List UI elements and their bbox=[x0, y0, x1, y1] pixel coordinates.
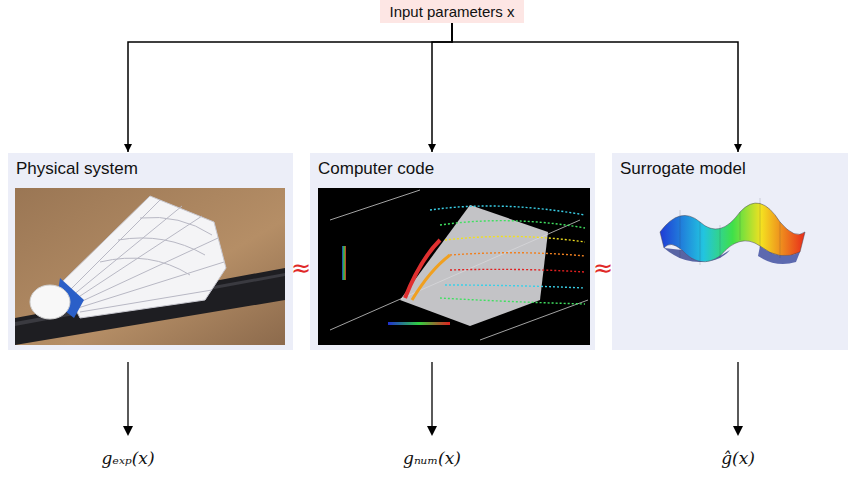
panel-ground bbox=[310, 153, 595, 350]
approx-sign: ≈ bbox=[291, 254, 311, 282]
output-arrowheads bbox=[123, 426, 743, 436]
panel-heading: Surrogate model bbox=[612, 153, 848, 180]
input-box: Input parameters x bbox=[380, 0, 524, 23]
output-label: gₙᵤₘ(x) bbox=[403, 448, 461, 468]
panel-ground bbox=[8, 153, 293, 350]
connector-arrow bbox=[432, 23, 452, 152]
connector-arrow bbox=[128, 23, 452, 152]
connector-arrow bbox=[452, 23, 738, 152]
output-label: gₑₓₚ(x) bbox=[101, 448, 154, 468]
cfd-picture bbox=[318, 188, 590, 345]
panel-ground bbox=[612, 153, 848, 350]
shuttlecock-photo bbox=[15, 188, 285, 345]
surface-plot bbox=[660, 198, 805, 265]
panel-heading: Computer code bbox=[310, 153, 595, 180]
input-label: Input parameters x bbox=[389, 0, 514, 23]
output-label: ĝ(x) bbox=[721, 448, 755, 468]
panel-box: Surrogate model bbox=[612, 153, 848, 350]
panel-box: Physical system bbox=[8, 153, 293, 350]
output-arrows bbox=[128, 362, 738, 428]
panel-box: Computer code bbox=[310, 153, 595, 350]
approx-sign: ≈ bbox=[593, 254, 613, 282]
panel-heading: Physical system bbox=[8, 153, 293, 180]
